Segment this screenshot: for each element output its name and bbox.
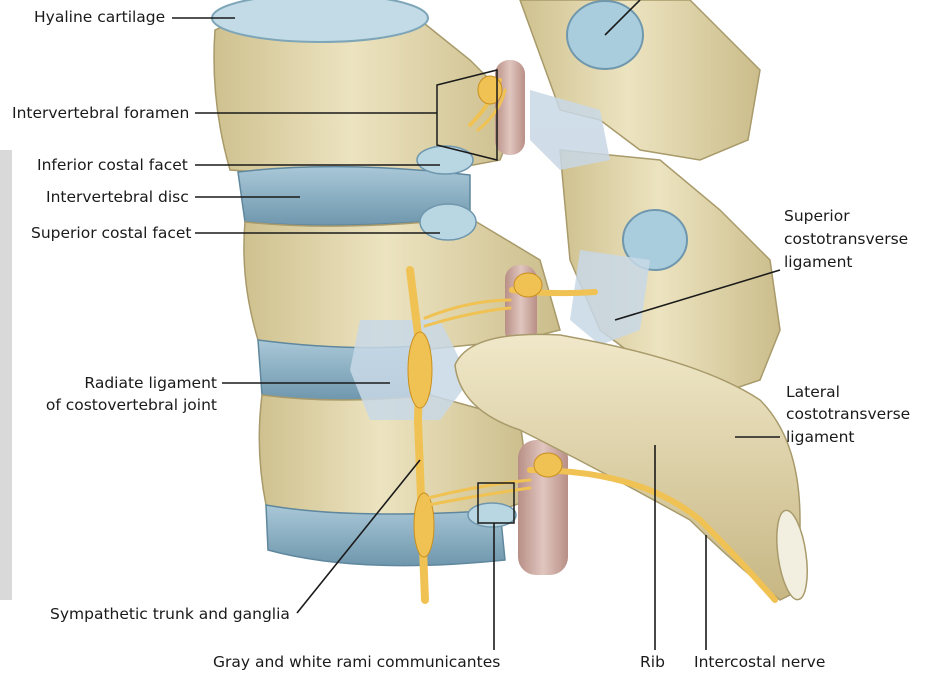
hyaline-cartilage-surface (212, 0, 428, 42)
label-superior-costotransverse-line3: ligament (784, 253, 853, 272)
label-sympathetic-trunk: Sympathetic trunk and ganglia (50, 605, 290, 624)
label-intervertebral-foramen: Intervertebral foramen (12, 104, 189, 123)
label-rib: Rib (640, 653, 665, 672)
superior-costotransverse-ligament (570, 250, 650, 345)
label-hyaline-cartilage: Hyaline cartilage (34, 8, 165, 27)
label-radiate-ligament-line2: of costovertebral joint (40, 396, 217, 415)
label-superior-costal-facet: Superior costal facet (31, 224, 191, 243)
label-intercostal-nerve: Intercostal nerve (694, 653, 825, 672)
label-superior-costotransverse-line2: costotransverse (784, 230, 908, 249)
label-intervertebral-disc: Intervertebral disc (46, 188, 189, 207)
label-radiate-ligament-line1: Radiate ligament (60, 374, 217, 393)
label-lateral-costotransverse-line2: costotransverse (786, 405, 910, 424)
superior-costal-facet (420, 204, 476, 240)
label-rami-communicantes: Gray and white rami communicantes (213, 653, 500, 672)
inferior-costal-facet (417, 146, 473, 174)
label-lateral-costotransverse-line1: Lateral (786, 383, 840, 402)
label-lateral-costotransverse-line3: ligament (786, 428, 855, 447)
left-edge-strip (0, 150, 12, 600)
label-inferior-costal-facet: Inferior costal facet (37, 156, 188, 175)
label-superior-costotransverse-line1: Superior (784, 207, 850, 226)
